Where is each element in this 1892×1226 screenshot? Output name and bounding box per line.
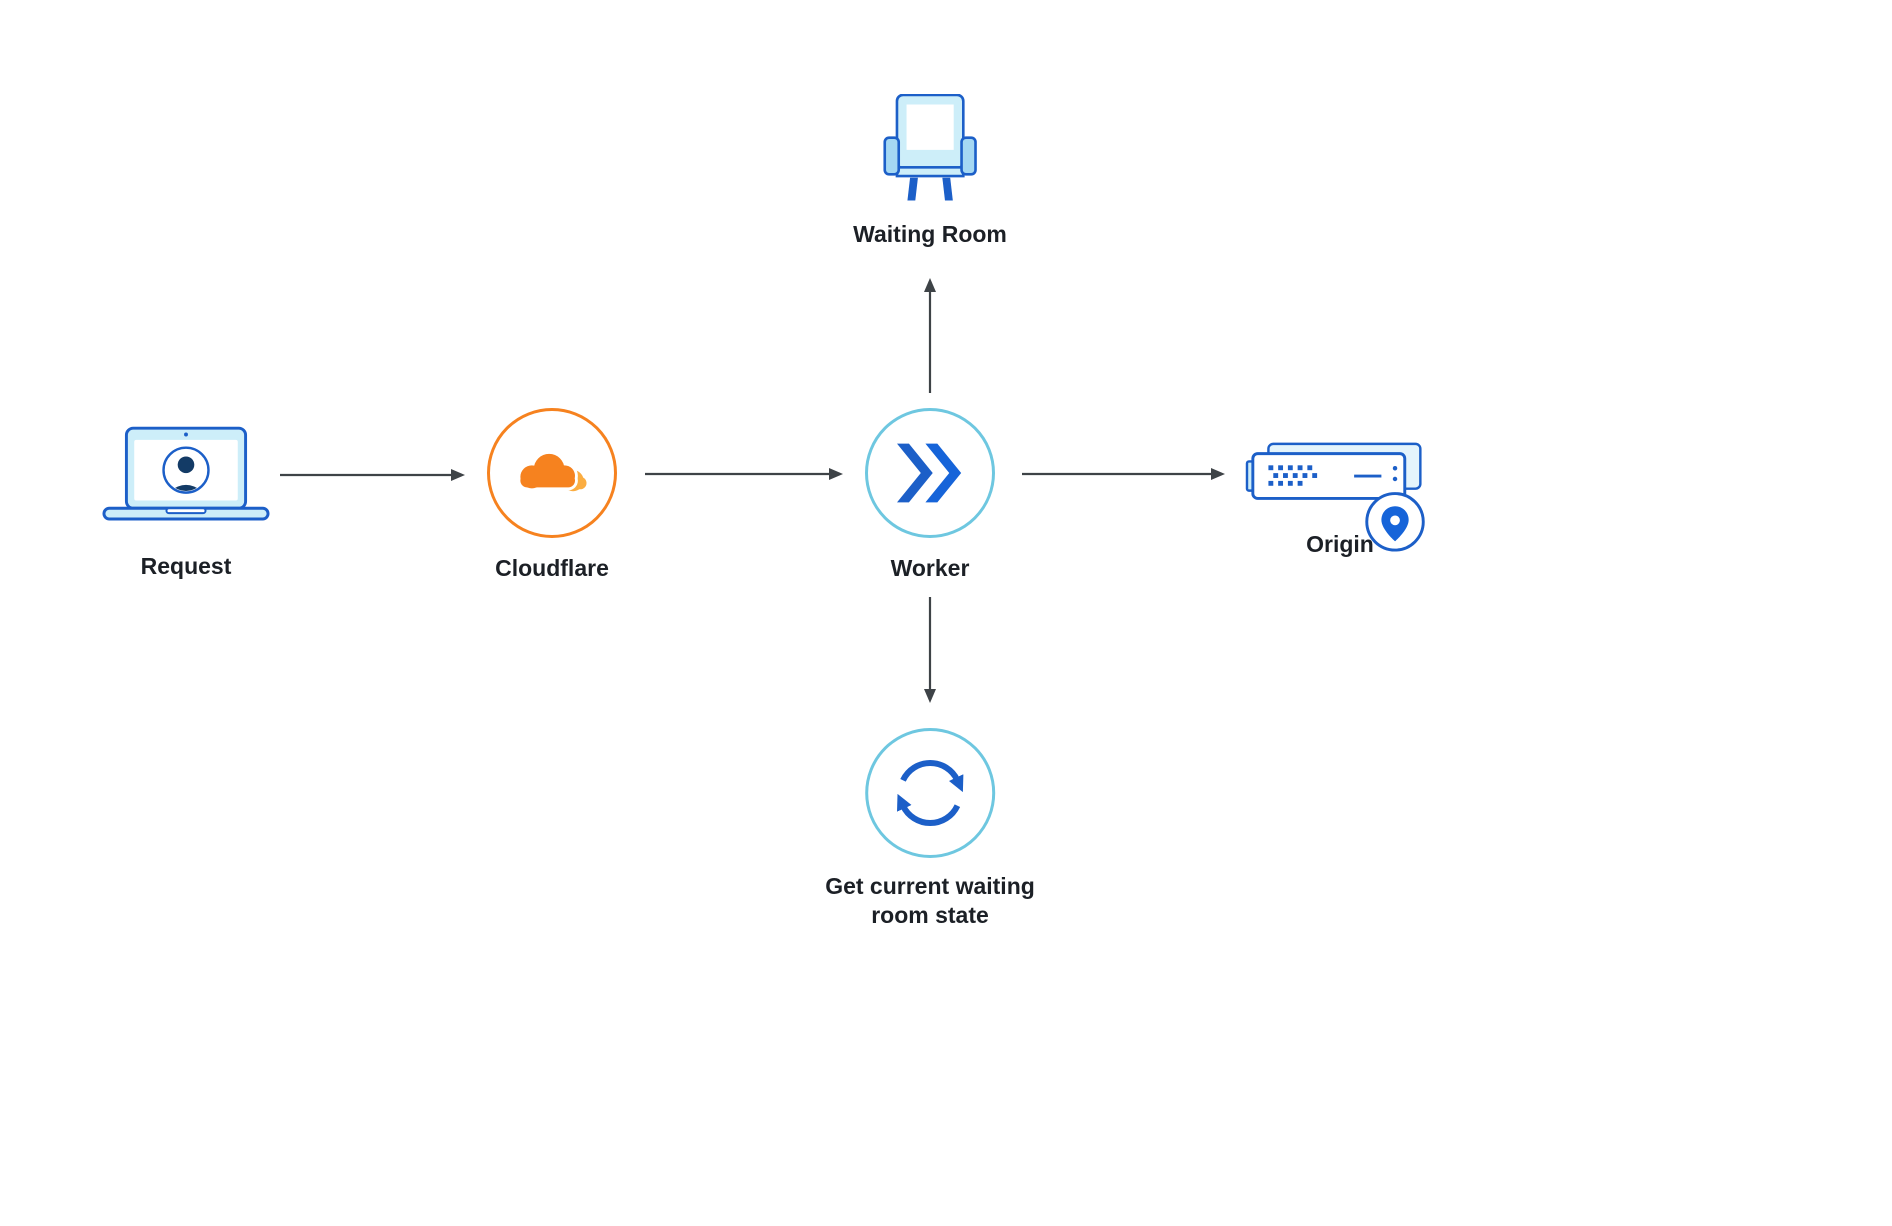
node-waiting-room: Waiting Room: [853, 94, 1007, 249]
workers-logo-icon: [897, 443, 962, 503]
origin-server-icon: [1245, 442, 1425, 552]
worker-label: Worker: [890, 555, 970, 581]
node-get-state: Get current waiting room state: [825, 728, 1035, 931]
cloudflare-ring: [487, 408, 617, 538]
cloudflare-logo-icon: [517, 450, 587, 492]
node-worker: Worker: [865, 408, 995, 583]
waiting-room-label: Waiting Room: [853, 221, 1007, 247]
node-request: Request: [102, 426, 270, 581]
request-label: Request: [140, 553, 232, 579]
sync-icon: [896, 760, 964, 826]
worker-ring: [865, 408, 995, 538]
get-state-ring: [865, 728, 995, 858]
armchair-icon: [883, 94, 977, 201]
get-state-label: Get current waiting room state: [825, 873, 1035, 929]
node-cloudflare: Cloudflare: [487, 408, 617, 583]
origin-label: Origin: [1306, 531, 1374, 557]
cloudflare-label: Cloudflare: [495, 555, 609, 581]
node-origin: Origin: [1245, 440, 1435, 559]
laptop-user-icon: [102, 426, 270, 521]
